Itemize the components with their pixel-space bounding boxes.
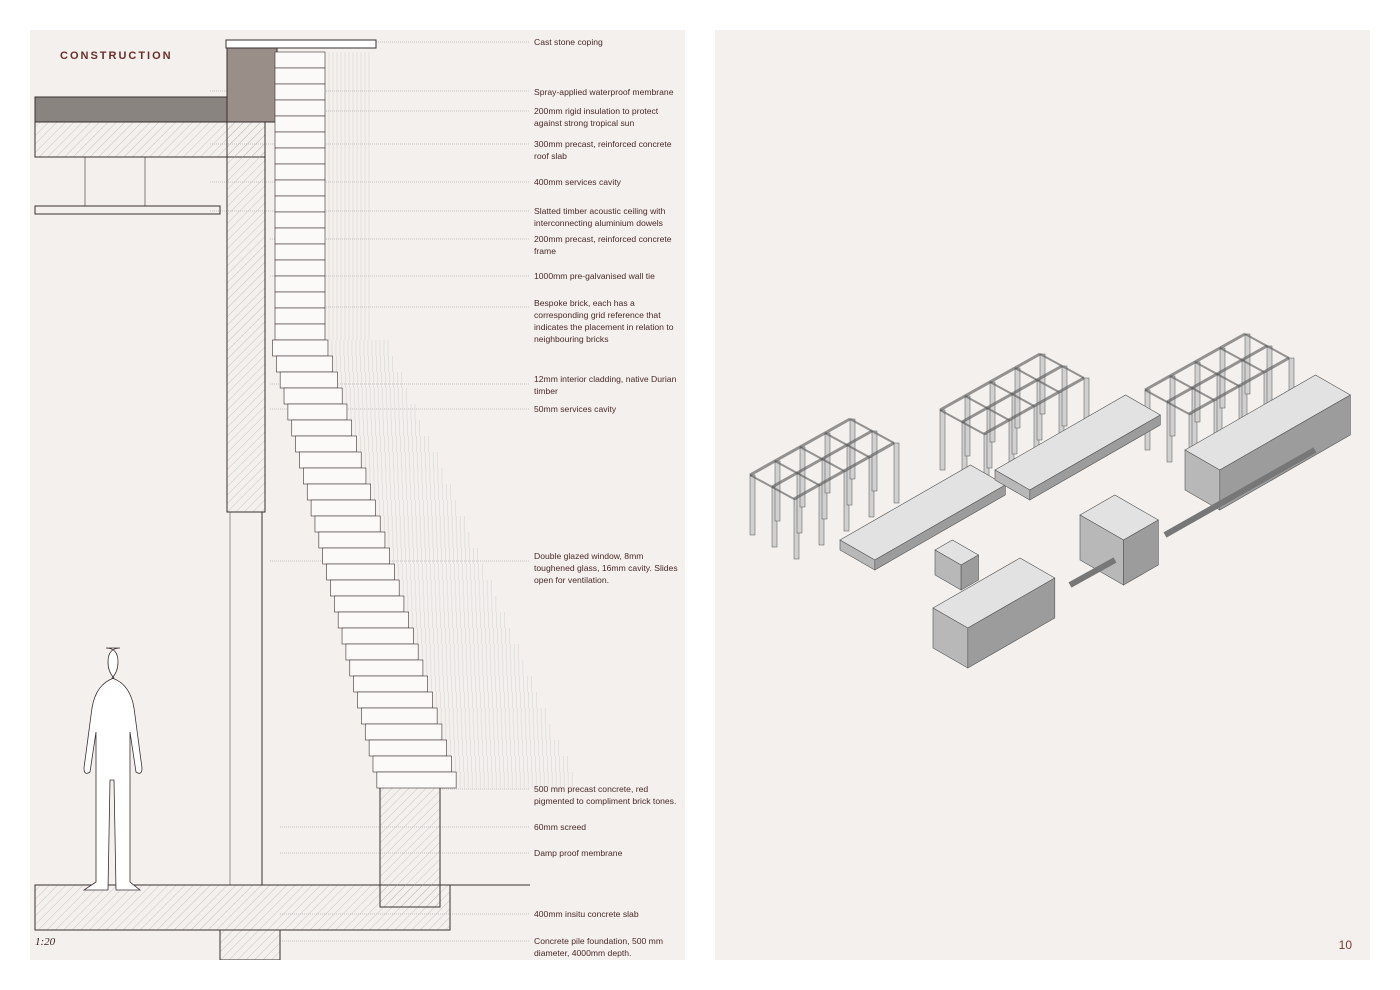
brick xyxy=(274,259,326,277)
brick xyxy=(274,243,326,261)
human-figure xyxy=(82,647,143,891)
end-block xyxy=(932,557,1056,669)
block-1 xyxy=(934,539,980,591)
wall-segment xyxy=(1163,447,1317,538)
pile xyxy=(219,929,281,960)
brick xyxy=(274,99,326,117)
annotation-label: 12mm interior cladding, native Durian ti… xyxy=(534,374,677,396)
annotation-label: 200mm rigid insulation to protect agains… xyxy=(534,106,659,128)
brick xyxy=(361,707,438,725)
brick xyxy=(303,467,367,485)
scale-label: 1:20 xyxy=(35,936,56,948)
page-number: 10 xyxy=(1338,938,1352,952)
wall-segment xyxy=(1068,557,1117,588)
block-2 xyxy=(1079,494,1159,586)
floor-plate-2 xyxy=(994,394,1161,501)
section-drawing xyxy=(34,39,573,960)
brick xyxy=(330,579,400,597)
brick xyxy=(274,147,326,165)
annotation-label: Damp proof membrane xyxy=(534,848,623,858)
annotation-label: 1000mm pre-galvanised wall tie xyxy=(534,271,655,281)
annotation-label: Slatted timber acoustic ceiling with int… xyxy=(534,206,666,228)
annotation-label: Cast stone coping xyxy=(534,37,603,47)
annotation-label: 50mm services cavity xyxy=(534,404,617,414)
brick xyxy=(314,515,381,533)
frame-structure-1 xyxy=(749,417,900,560)
annotation-label: 60mm screed xyxy=(534,822,587,832)
annotation-label: 400mm services cavity xyxy=(534,177,621,187)
brick xyxy=(274,195,326,213)
ceiling xyxy=(34,205,221,215)
brick xyxy=(353,675,428,693)
brick xyxy=(337,611,409,629)
brick xyxy=(274,227,326,245)
precast-plinth xyxy=(379,786,441,908)
annotation-label: Bespoke brick, each has a corresponding … xyxy=(534,298,674,344)
parapet xyxy=(226,47,278,123)
frame-structure-2 xyxy=(939,352,1090,495)
brick xyxy=(299,451,362,469)
brick xyxy=(274,323,326,341)
brick xyxy=(274,307,326,325)
brick xyxy=(364,723,443,741)
brick xyxy=(274,51,326,69)
brick xyxy=(334,595,405,613)
brick xyxy=(287,403,348,421)
brick xyxy=(357,691,433,709)
brick xyxy=(326,563,395,581)
brick xyxy=(274,131,326,149)
concrete-frame xyxy=(226,121,266,513)
brick xyxy=(291,419,353,437)
brick xyxy=(345,643,419,661)
page-heading: CONSTRUCTION xyxy=(60,50,173,62)
brick xyxy=(341,627,414,645)
annotation-label: Spray-applied waterproof membrane xyxy=(534,87,674,97)
brick xyxy=(376,771,457,789)
annotation-label: 300mm precast, reinforced concrete roof … xyxy=(534,139,672,161)
floor-plate-1 xyxy=(839,464,1006,571)
brick xyxy=(272,339,329,357)
brick xyxy=(274,291,326,309)
brick xyxy=(274,67,326,85)
brick xyxy=(274,163,326,181)
brick xyxy=(275,355,334,373)
annotation-label: 500 mm precast concrete, red pigmented t… xyxy=(534,784,677,806)
annotation-label: 200mm precast, reinforced concrete frame xyxy=(534,234,672,256)
brick xyxy=(279,371,338,389)
brick xyxy=(295,435,357,453)
brick xyxy=(310,499,376,517)
annotation-label: 400mm insitu concrete slab xyxy=(534,909,639,919)
brick xyxy=(274,115,326,133)
brick xyxy=(349,659,424,677)
axonometric-page: 10 xyxy=(715,30,1370,960)
brick xyxy=(372,755,452,773)
annotation-label: Concrete pile foundation, 500 mm diamete… xyxy=(534,936,663,958)
axonometric-drawing xyxy=(749,332,1351,669)
annotation-label: Double glazed window, 8mm toughened glas… xyxy=(534,551,678,585)
brick xyxy=(306,483,371,501)
brick xyxy=(283,387,343,405)
brick xyxy=(274,211,326,229)
brick xyxy=(368,739,447,757)
brick xyxy=(274,83,326,101)
brick xyxy=(274,275,326,293)
brick xyxy=(274,179,326,197)
brick xyxy=(318,531,386,549)
coping xyxy=(225,39,377,49)
brick xyxy=(322,547,390,565)
long-block xyxy=(1184,374,1351,511)
